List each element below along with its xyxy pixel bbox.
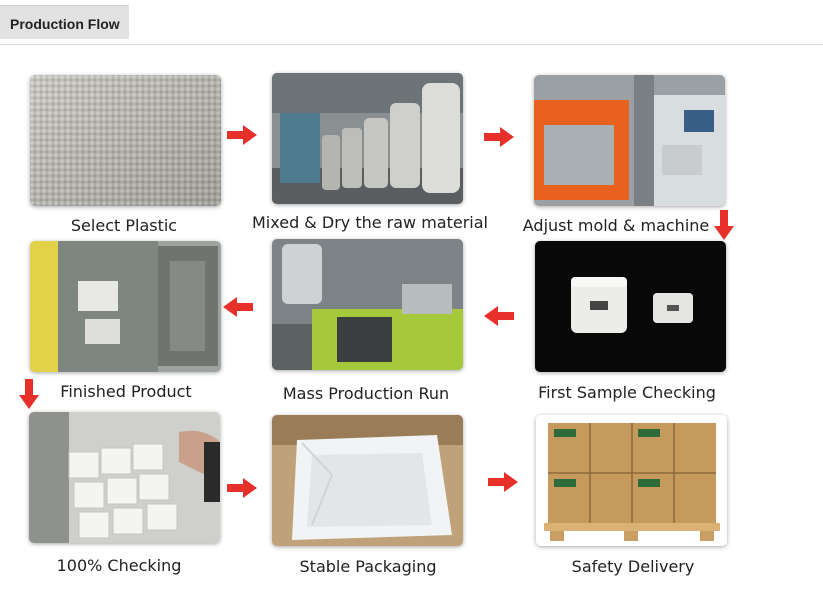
step-8-carton-with-bag-image bbox=[272, 415, 463, 546]
step-4-label: First Sample Checking bbox=[538, 383, 716, 402]
step-2-label: Mixed & Dry the raw material bbox=[251, 213, 489, 232]
step-6-label: Finished Product bbox=[60, 382, 192, 401]
arrow-right-icon bbox=[484, 127, 514, 147]
step-3-injection-machine-panel-image bbox=[534, 75, 725, 206]
step-1-label: Select Plastic bbox=[70, 216, 178, 235]
step-7-hands-checking-parts-image bbox=[29, 412, 220, 543]
arrow-down-icon bbox=[714, 210, 734, 240]
arrow-down-icon bbox=[19, 379, 39, 409]
header-divider bbox=[0, 44, 823, 45]
arrow-left-icon bbox=[484, 306, 514, 326]
step-9-label: Safety Delivery bbox=[571, 557, 695, 576]
production-flow-tab[interactable]: Production Flow bbox=[0, 5, 129, 39]
arrow-right-icon bbox=[227, 125, 257, 145]
step-4-white-sample-parts-image bbox=[535, 241, 726, 372]
step-8-label: Stable Packaging bbox=[299, 557, 437, 576]
step-9-palletized-cartons-image bbox=[536, 415, 727, 546]
step-5-label: Mass Production Run bbox=[282, 384, 450, 403]
step-2-dryer-silos-image bbox=[272, 73, 463, 204]
step-1-plastic-pellets-image bbox=[30, 75, 221, 206]
step-3-label: Adjust mold & machine bbox=[522, 216, 710, 235]
step-6-mold-with-parts-image bbox=[30, 241, 221, 372]
arrow-right-icon bbox=[227, 478, 257, 498]
step-5-production-machine-image bbox=[272, 239, 463, 370]
arrow-left-icon bbox=[223, 297, 253, 317]
step-7-label: 100% Checking bbox=[56, 556, 182, 575]
arrow-right-icon bbox=[488, 472, 518, 492]
tab-title: Production Flow bbox=[10, 16, 120, 32]
